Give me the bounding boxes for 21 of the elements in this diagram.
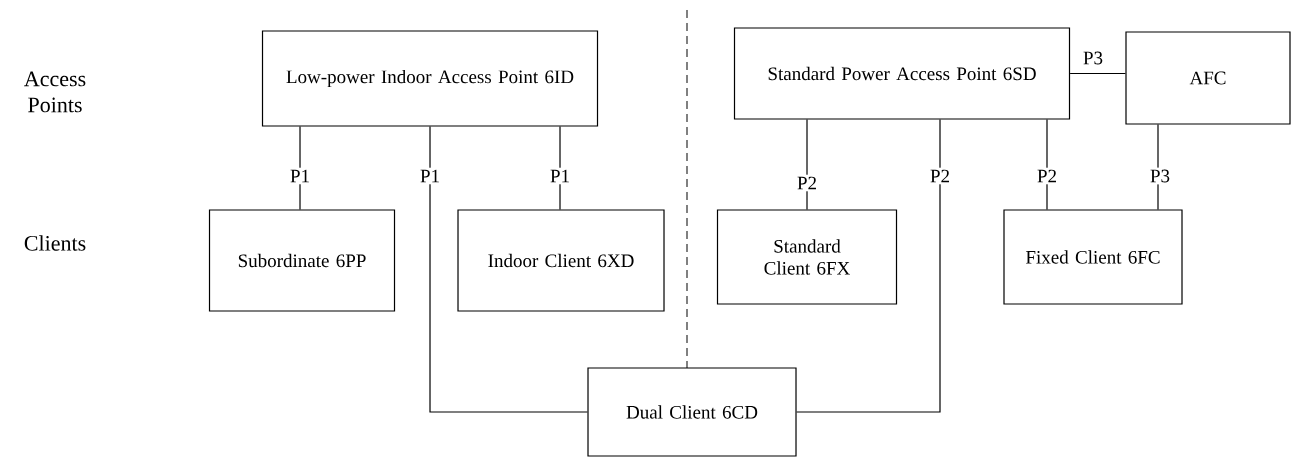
device-box: Standard Power Access Point 6SD <box>733 27 1071 120</box>
connector-line <box>429 126 588 413</box>
device-box: AFC <box>1125 31 1291 125</box>
edge-label: P2 <box>794 174 820 192</box>
edge-label: P2 <box>1034 167 1060 185</box>
device-box: Low-power Indoor Access Point 6ID <box>261 30 599 127</box>
connector-line <box>1069 72 1126 75</box>
edge-label: P2 <box>927 167 953 185</box>
device-box: Indoor Client 6XD <box>457 209 665 312</box>
device-box: Standard Client 6FX <box>716 209 898 305</box>
edge-label: P1 <box>547 167 573 185</box>
edge-label: P1 <box>418 167 443 185</box>
device-box: Fixed Client 6FC <box>1003 209 1183 305</box>
edge-label: P3 <box>1080 49 1106 67</box>
device-box: Subordinate 6PP <box>208 209 396 312</box>
connector-line <box>796 119 941 413</box>
edge-label: P1 <box>288 167 313 185</box>
row-label: Access Points <box>24 71 86 113</box>
edge-label: P3 <box>1147 167 1173 185</box>
row-label: Clients <box>24 235 86 251</box>
device-box: Dual Client 6CD <box>587 367 797 457</box>
